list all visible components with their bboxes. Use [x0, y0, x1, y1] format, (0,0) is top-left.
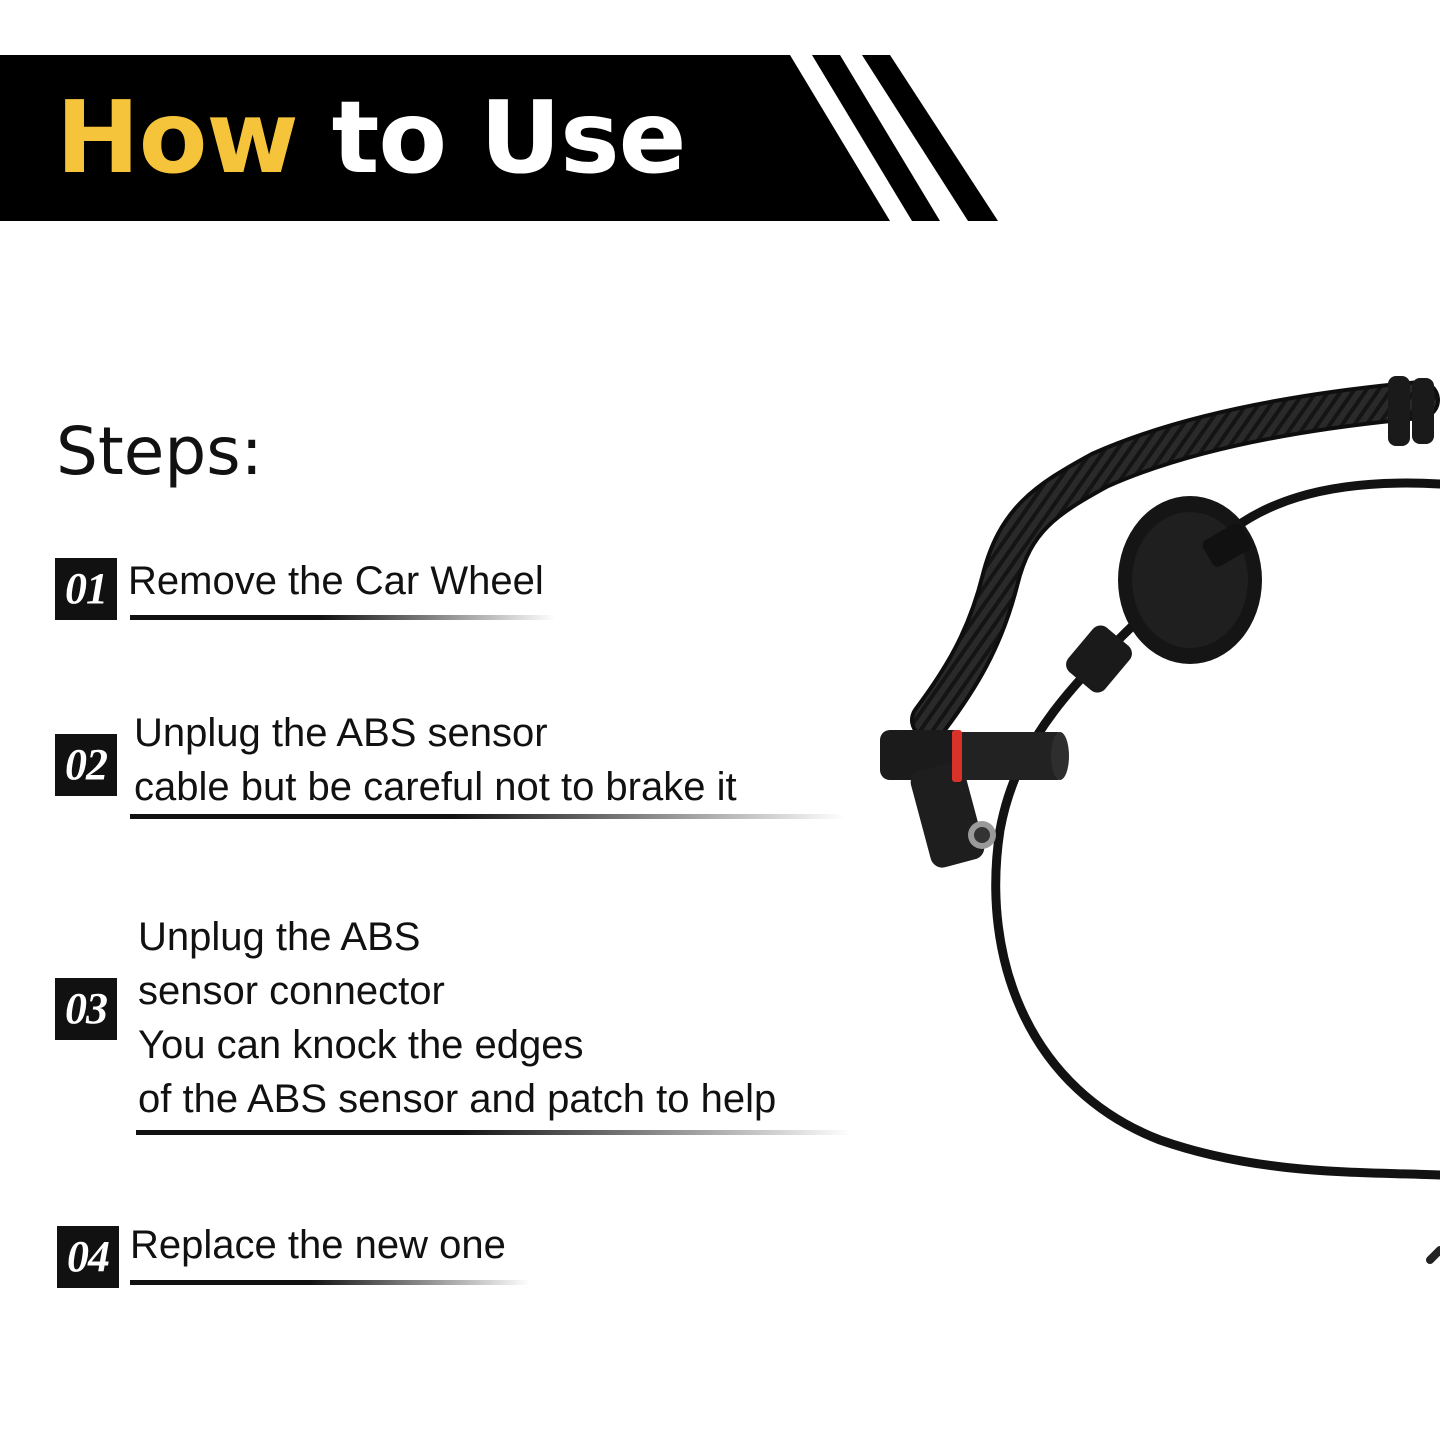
step-text: Unplug the ABS sensor connector You can … — [138, 910, 776, 1126]
step-text-line: Remove the Car Wheel — [128, 559, 544, 603]
step-text-line: Replace the new one — [130, 1223, 506, 1267]
steps-heading: Steps: — [56, 413, 263, 490]
step-number-badge: 04 — [57, 1226, 119, 1288]
step-number-badge: 02 — [55, 734, 117, 796]
step-number-badge: 01 — [55, 558, 117, 620]
step-text-line: of the ABS sensor and patch to help — [138, 1077, 777, 1121]
step-text-line: Unplug the ABS — [138, 915, 421, 959]
step-underline — [130, 1280, 530, 1285]
abs-sensor-cable-icon — [880, 376, 1440, 1264]
step-text-line: cable but be careful not to brake it — [134, 765, 737, 809]
step-text-line: Unplug the ABS sensor — [134, 711, 548, 755]
step-underline — [130, 814, 845, 819]
header-banner: How to Use — [0, 55, 1000, 221]
step-text: Unplug the ABS sensor cable but be caref… — [134, 706, 737, 814]
banner-title: How to Use — [56, 75, 687, 200]
step-number-badge: 03 — [55, 978, 117, 1040]
banner-title-highlight: How — [56, 79, 299, 196]
step-text: Remove the Car Wheel — [128, 554, 544, 608]
sensor-head — [880, 730, 1069, 868]
step-text-line: You can knock the edges — [138, 1023, 584, 1067]
step-text-line: sensor connector — [138, 969, 445, 1013]
banner-title-rest: to Use — [297, 79, 687, 196]
abs-sensor-cable-illustration — [860, 360, 1440, 1280]
step-underline — [130, 615, 555, 620]
banner-background — [0, 55, 998, 221]
step-underline — [136, 1130, 851, 1135]
step-text: Replace the new one — [130, 1218, 506, 1272]
